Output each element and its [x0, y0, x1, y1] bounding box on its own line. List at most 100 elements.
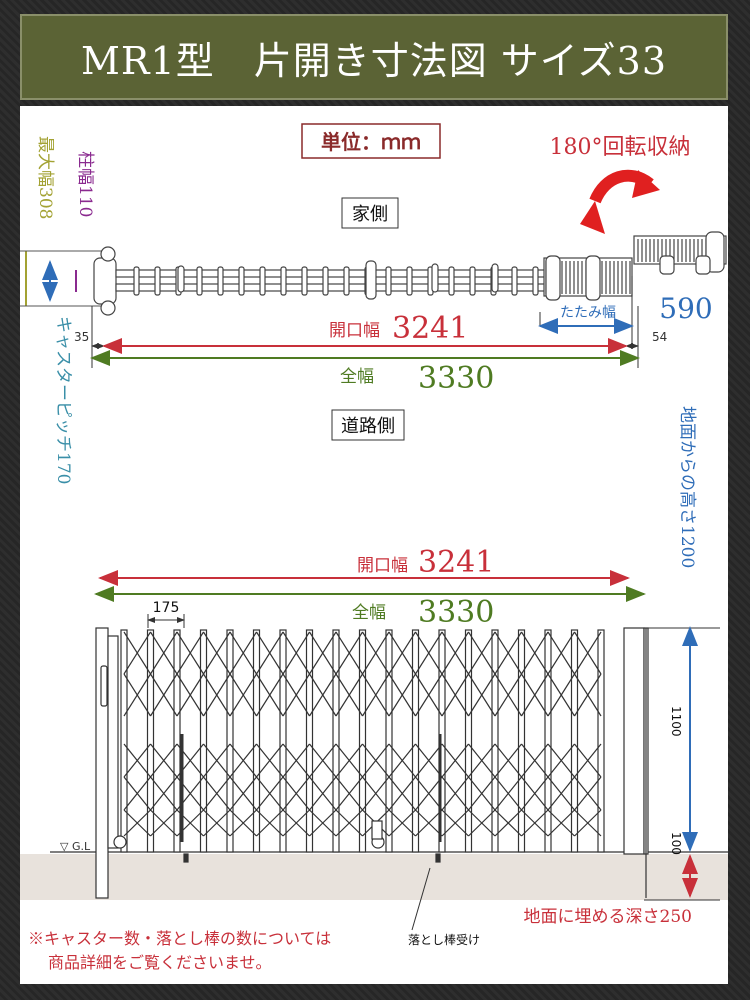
elev-picket — [120, 629, 128, 853]
lattice-bar — [282, 809, 310, 837]
lattice-bar — [149, 673, 178, 717]
lattice-bar — [494, 631, 523, 675]
dim-1100-label: 1100 — [669, 706, 683, 737]
lattice-bar — [229, 743, 257, 778]
elev-picket — [173, 629, 181, 853]
plan-picket — [343, 266, 350, 296]
lattice-bar — [415, 776, 443, 811]
lattice-bar — [282, 776, 310, 811]
lattice-bar — [388, 776, 416, 811]
lattice-bar — [441, 809, 469, 837]
lattice-bar — [361, 673, 390, 717]
plan-picket — [154, 266, 161, 296]
lattice-bar — [467, 673, 496, 717]
elev-picket — [252, 629, 261, 853]
note-line-2: 商品詳細をご覧くださいませ。 — [48, 953, 272, 972]
plan-picket — [280, 266, 287, 296]
height-label: 地面からの高さ1200 — [677, 406, 697, 568]
lattice-bar — [203, 809, 231, 837]
lattice-bar — [467, 631, 496, 675]
fold-width-label: たたみ幅 — [560, 305, 616, 321]
lattice-bar — [229, 631, 258, 675]
lattice-bar — [441, 631, 470, 675]
lattice-bar — [414, 673, 443, 717]
lattice-bar — [441, 776, 469, 811]
lattice-bar — [255, 631, 284, 675]
elev-picket — [226, 629, 234, 853]
diagram-panel: 単位：ｍｍ 180°回転収納 家側 最大幅308 柱幅110 キャスターピッチ1… — [20, 106, 728, 984]
elev-picket — [305, 629, 314, 853]
lattice-bar — [494, 809, 522, 837]
lattice-bar — [415, 743, 443, 778]
lattice-bar — [123, 809, 151, 837]
lattice-bar — [361, 631, 390, 675]
lattice-bar — [282, 673, 311, 717]
lattice-bar — [309, 776, 337, 811]
lattice-bar — [388, 673, 417, 717]
lattice-bar — [123, 743, 151, 778]
rotation-label: 180°回転収納 — [550, 135, 691, 160]
lattice-bar — [203, 776, 231, 811]
plan-picket — [217, 266, 224, 296]
lattice-bar — [547, 631, 576, 675]
lattice-bar — [282, 743, 310, 778]
left-offset-label: 35 — [74, 330, 89, 344]
lattice-bar — [176, 631, 205, 675]
pitch-label: 175 — [153, 600, 180, 616]
lattice-bar — [494, 673, 523, 717]
lattice-bar — [150, 743, 178, 778]
lattice-bar — [494, 776, 522, 811]
elev-opening-label: 開口幅 — [357, 556, 408, 576]
elev-total-value: 3330 — [418, 595, 494, 630]
lattice-bar — [573, 673, 602, 717]
elev-picket — [199, 629, 208, 853]
lattice-bar — [176, 673, 205, 717]
plan-picket — [301, 266, 308, 296]
lattice-bar — [335, 631, 364, 675]
lattice-bar — [256, 809, 284, 837]
road-side-label: 道路側 — [341, 416, 395, 437]
elev-total-label: 全幅 — [352, 603, 386, 623]
lattice-bar — [414, 631, 443, 675]
plan-total-value: 3330 — [418, 361, 494, 396]
lattice-bar — [574, 809, 602, 837]
plan-picket — [385, 266, 392, 296]
lattice-bar — [309, 743, 337, 778]
lattice-bar — [202, 631, 231, 675]
fold-width-value: 590 — [659, 292, 712, 325]
bury-depth-label: 地面に埋める深さ250 — [524, 907, 692, 927]
lattice-bar — [150, 809, 178, 837]
lattice-bar — [308, 631, 337, 675]
lattice-bar — [441, 743, 469, 778]
elev-picket — [332, 629, 340, 853]
elev-picket — [597, 629, 605, 853]
plan-opening-value: 3241 — [392, 311, 468, 346]
plan-picket — [322, 266, 329, 296]
elev-picket — [544, 629, 552, 853]
page-title: MR1型 片開き寸法図 サイズ33 — [81, 38, 667, 83]
elev-picket — [146, 629, 155, 853]
lattice-bar — [123, 776, 151, 811]
unit-box — [301, 123, 441, 159]
plan-picket — [259, 266, 266, 296]
lattice-bar — [309, 809, 337, 837]
lattice-bar — [335, 776, 363, 811]
elev-picket — [411, 629, 420, 853]
lattice-bar — [255, 673, 284, 717]
lattice-bar — [494, 743, 522, 778]
elev-picket — [385, 629, 393, 853]
note-line-1: ※キャスター数・落とし棒の数については — [28, 929, 331, 948]
lattice-bar — [520, 631, 549, 675]
lattice-bar — [521, 776, 549, 811]
lattice-bar — [282, 631, 311, 675]
elev-picket — [358, 629, 367, 853]
gl-label: ▽ G.L — [60, 840, 91, 853]
post-width-label: 柱幅110 — [75, 151, 95, 217]
elev-picket — [464, 629, 473, 853]
lattice-bar — [123, 631, 152, 675]
lattice-bar — [335, 673, 364, 717]
house-side-box — [341, 197, 399, 229]
lattice-bar — [415, 809, 443, 837]
plan-picket — [406, 266, 413, 296]
rotation-arrow-tail-icon — [580, 201, 605, 234]
